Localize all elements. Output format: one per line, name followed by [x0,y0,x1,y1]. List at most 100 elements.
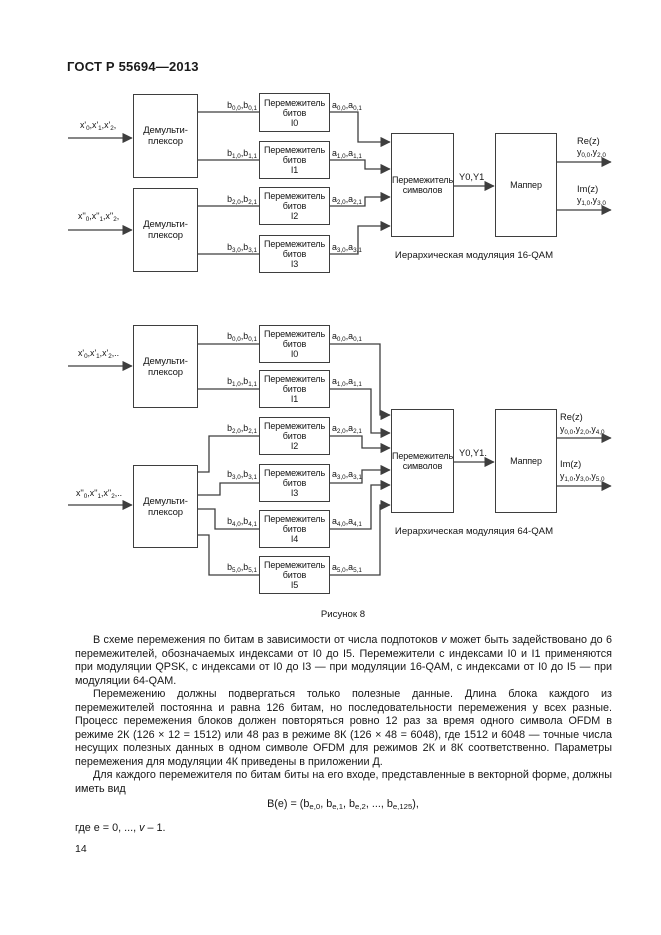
interleaver-id: I0 [290,349,299,359]
bit-label-a5: a5,0,a5,1 [332,562,362,574]
demultiplexer-box-1: Демульти-плексор [133,325,198,408]
formula: B(e) = (be,0, be,1, be,2, ..., be,125), [267,798,419,812]
interleaver-id: I3 [290,488,299,498]
interleaver-id: I1 [290,165,299,175]
bit-label-b2: b2,0,b2,1 [227,194,257,206]
interleaver-title: Перемежитель битов [263,514,326,534]
bit-label-b2: b2,0,b2,1 [227,423,257,435]
page-number: 14 [75,843,87,855]
bit-label-a0: a0,0,a0,1 [332,100,362,112]
demultiplexer-label: Демульти-плексор [143,495,188,518]
bit-label-b4: b4,0,b4,1 [227,516,257,528]
input-label-x1: x'0,x'1,x'2,.. [78,348,120,360]
interleaver-id: I0 [290,117,299,128]
wire [197,482,259,496]
interleaver-id: I5 [290,580,299,590]
demultiplexer-label: Демульти-плексор [143,355,188,378]
interleaver-id: I4 [290,534,299,544]
bit-label-a4: a4,0,a4,1 [332,516,362,528]
demultiplexer-box-1: Демульти-плексор [133,94,198,178]
symbol-interleaver-label: Перемежитель символов [391,451,454,471]
demultiplexer-box-2: Демульти-плексор [133,188,198,272]
paragraph-3: Для каждого перемежителя по битам биты н… [75,769,612,795]
interleaver-title: Перемежитель битов [263,329,326,349]
wire [330,111,391,148]
bit-label-a3: a3,0,a3,1 [332,469,362,481]
wire [330,220,391,255]
bit-label-a2: a2,0,a2,1 [332,423,362,435]
mapper-box: Маппер [495,409,557,513]
bit-label-b3: b3,0,b3,1 [227,242,257,254]
y01-label: Y0,Y1 [459,172,485,182]
figure-16qam-caption: Иерархическая модуляция 16-QAM [394,250,554,261]
input-label-x2: x''0,x''1,x''2, [78,211,120,223]
body-text: В схеме перемежения по битам в зависимос… [75,634,612,796]
wire [330,464,391,484]
interleaver-title: Перемежитель битов [263,145,326,165]
wire [330,479,391,530]
bit-label-b3: b3,0,b3,1 [227,469,257,481]
paragraph-1: В схеме перемежения по битам в зависимос… [75,634,612,687]
input-label-x2: x''0,x''1,x''2,.. [76,488,123,500]
re-label: Re(z) [560,412,583,422]
symbol-interleaver-box: Перемежитель символов [391,409,454,513]
re-output-label: y0,0,y2,0,y4,0 [560,424,605,436]
wire [330,435,391,454]
re-label: Re(z) [577,136,600,146]
bit-label-a3: a3,0,a3,1 [332,242,362,254]
bit-label-b1: b1,0,b1,1 [227,376,257,388]
interleaver-title: Перемежитель битов [263,191,326,211]
interleaver-title: Перемежитель битов [263,97,326,118]
symbol-interleaver-label: Перемежитель символов [391,175,454,195]
mapper-label: Маппер [510,456,542,466]
figure-64qam-wires [68,343,612,576]
bit-label-a0: a0,0,a0,1 [332,331,362,343]
wire [197,435,259,473]
interleaver-title: Перемежитель битов [263,239,326,259]
page-title: ГОСТ Р 55694—2013 [67,59,199,74]
bit-label-a2: a2,0,a2,1 [332,194,362,206]
bit-label-b5: b5,0,b5,1 [227,562,257,574]
wires-svg [68,111,612,576]
demultiplexer-box-2: Демульти-плексор [133,465,198,548]
wire [330,388,391,439]
wire [330,191,391,207]
bit-label-a1: a1,0,a1,1 [332,376,362,388]
bit-label-b1: b1,0,b1,1 [227,148,257,160]
interleaver-title: Перемежитель битов [263,468,326,488]
im-output-label: y1,0,y3,0,y5,0 [560,471,605,483]
paragraph-2: Перемежению должны подвергаться только п… [75,688,612,768]
wire [330,159,391,175]
formula-note: где e = 0, ..., v – 1. [75,822,166,834]
y01-label: Y0,Y1. [459,448,487,458]
demultiplexer-label: Демульти-плексор [143,125,188,147]
im-label: Im(z) [560,459,582,469]
wire [197,508,259,530]
interleaver-id: I2 [290,211,299,221]
interleaver-title: Перемежитель битов [263,421,326,441]
bit-label-b0: b0,0,b0,1 [227,331,257,343]
wire [330,499,391,576]
interleaver-id: I3 [290,259,299,269]
interleaver-id: I2 [290,441,299,451]
im-output-label: y1,0,y3,0 [577,195,606,207]
figure-caption: Рисунок 8 [320,609,366,620]
im-label: Im(z) [577,184,599,194]
demultiplexer-label: Демульти-плексор [143,219,188,241]
interleaver-id: I1 [290,394,299,404]
re-output-label: y0,0,y2,0 [577,147,606,159]
interleaver-title: Перемежитель битов [263,560,326,580]
bit-label-a1: a1,0,a1,1 [332,148,362,160]
figure-16qam-wires [68,111,612,255]
